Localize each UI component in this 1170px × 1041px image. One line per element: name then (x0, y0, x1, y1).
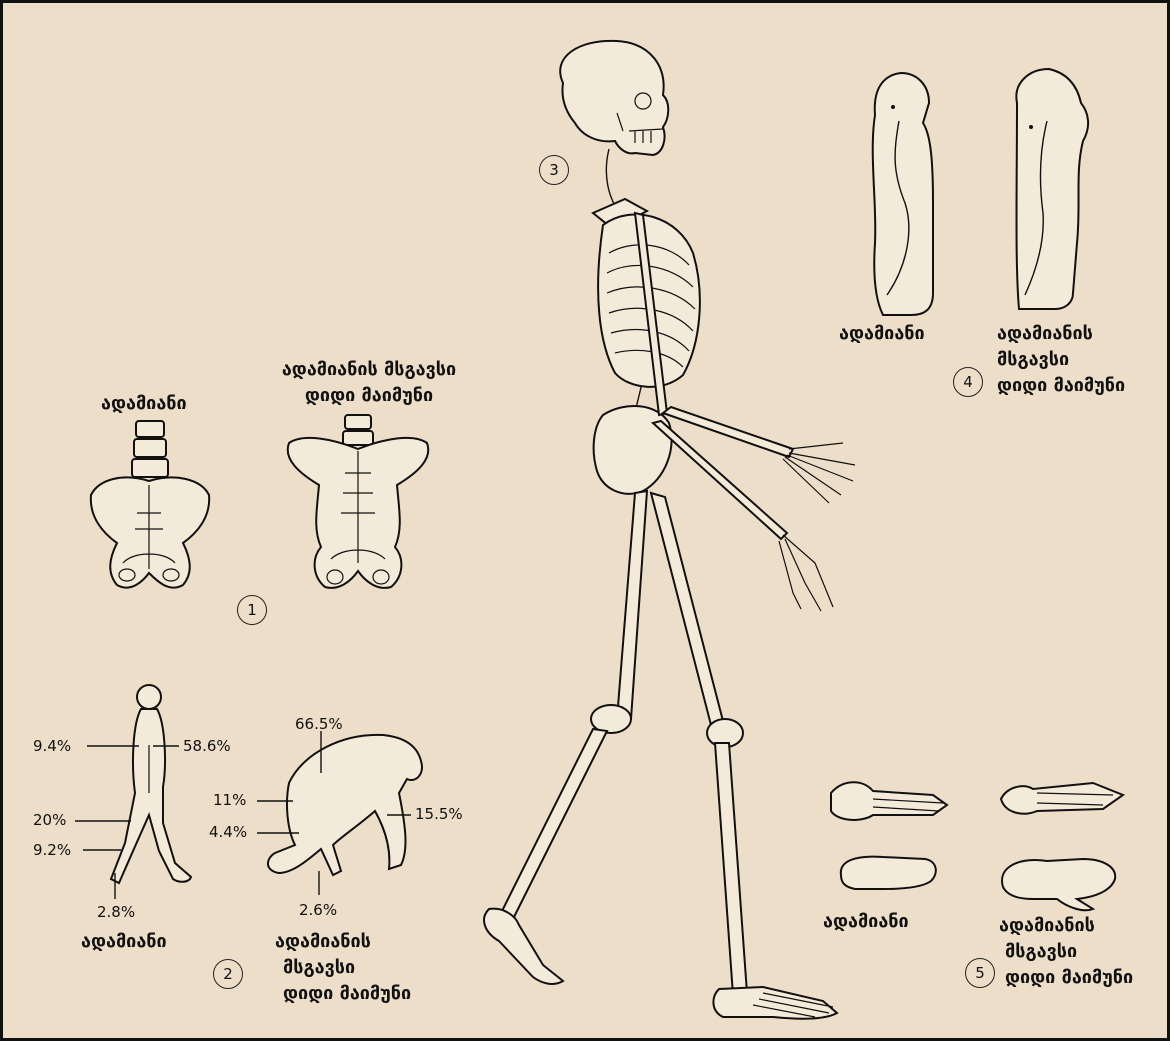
human-silhouette-icon (111, 685, 191, 883)
spine-human-label: ადამიანი (839, 321, 925, 347)
spine-ape-label-line2: მსგავსი (997, 347, 1069, 373)
human-foot-pct: 2.8% (97, 903, 135, 921)
foot-ape-label-line1: ადამიანის (999, 913, 1095, 939)
marker-2: 2 (213, 959, 243, 989)
proportion-ape-label-line3: დიდი მაიმუნი (283, 981, 411, 1007)
marker-3: 3 (539, 155, 569, 185)
spine-ape-label-line1: ადამიანის (997, 321, 1093, 347)
proportion-ape-label-line2: მსგავსი (283, 955, 355, 981)
ape-silhouette-icon (268, 735, 422, 875)
ape-foot-bones-icon (1001, 783, 1123, 814)
ape-thigh-pct: 4.4% (209, 823, 247, 841)
ape-arm-pct: 11% (213, 791, 246, 809)
human-shank-pct: 9.2% (33, 841, 71, 859)
human-thigh-pct: 20% (33, 811, 66, 829)
marker-5: 5 (965, 958, 995, 988)
walking-skeleton-icon (484, 41, 855, 1019)
human-foot-bones-icon (831, 782, 947, 820)
ape-spine-icon (1016, 69, 1088, 309)
human-head-arm-pct: 9.4% (33, 737, 71, 755)
diagram-drawings (3, 3, 1167, 1038)
human-spine-icon (873, 73, 933, 315)
proportion-human-label: ადამიანი (81, 929, 167, 955)
ape-leg-pct: 15.5% (415, 805, 463, 823)
human-pelvis-icon (91, 421, 209, 588)
ape-footprint-icon (1002, 859, 1115, 910)
marker-1: 1 (237, 595, 267, 625)
ape-trunk-pct: 66.5% (295, 715, 343, 733)
pelvis-human-label: ადამიანი (101, 391, 187, 417)
spine-ape-label-line3: დიდი მაიმუნი (997, 373, 1125, 399)
ape-foot-pct: 2.6% (299, 901, 337, 919)
pelvis-ape-label-line1: ადამიანის მსგავსი (263, 357, 475, 383)
ape-pelvis-icon (288, 415, 429, 588)
foot-ape-label-line2: მსგავსი (1005, 939, 1077, 965)
foot-human-label: ადამიანი (823, 909, 909, 935)
foot-ape-label-line3: დიდი მაიმუნი (1005, 965, 1133, 991)
pelvis-ape-label-line2: დიდი მაიმუნი (263, 383, 475, 409)
human-trunk-pct: 58.6% (183, 737, 231, 755)
human-footprint-icon (841, 857, 936, 889)
proportion-ape-label-line1: ადამიანის (275, 929, 371, 955)
marker-4: 4 (953, 367, 983, 397)
